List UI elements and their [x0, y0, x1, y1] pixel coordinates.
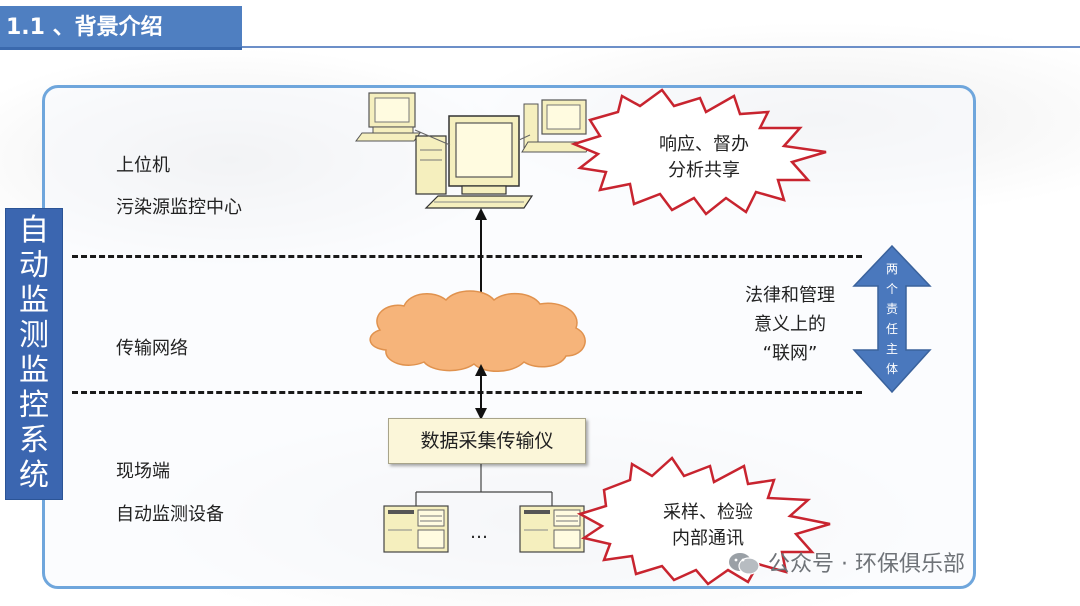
burst-bottom-line1: 采样、检验 [663, 502, 753, 523]
layer-label-monitoring-center: 污染源监控中心 [116, 197, 242, 218]
upper-dashed-divider [72, 255, 862, 258]
starburst-bottom-shape [576, 456, 831, 586]
lower-dashed-divider [72, 391, 862, 394]
side-char: 动 [19, 248, 49, 283]
arrow-char: 个 [885, 282, 898, 296]
monitoring-equipment-right-icon [519, 505, 585, 553]
layer-label-host: 上位机 [116, 155, 170, 176]
arrow-char: 主 [885, 342, 898, 356]
burst-bottom-text: 采样、检验 内部通讯 [642, 500, 774, 552]
legal-line2: 意义上的 [754, 314, 826, 335]
side-char: 统 [19, 458, 49, 493]
layer-label-field: 现场端 [116, 461, 170, 482]
equipment-ellipsis: … [470, 522, 488, 543]
side-char: 监 [19, 353, 49, 388]
arrow-label: 两 个 责 任 主 体 [878, 259, 906, 379]
monitoring-equipment-left-icon [383, 505, 449, 553]
host-computer-icon [415, 115, 534, 209]
side-char: 控 [19, 388, 49, 423]
side-char: 系 [19, 423, 49, 458]
side-char: 自 [19, 213, 49, 248]
data-acquisition-box: 数据采集传输仪 [388, 418, 586, 464]
arrow-char: 任 [885, 322, 898, 336]
layer-label-equipment: 自动监测设备 [116, 504, 224, 525]
side-char: 测 [19, 318, 49, 353]
burst-bottom-line2: 内部通讯 [672, 528, 744, 549]
network-cloud-icon [369, 290, 586, 372]
title-underline [242, 46, 1080, 48]
layer-label-network: 传输网络 [116, 338, 188, 359]
watermark-text: 公众号 · 环保俱乐部 [768, 552, 965, 577]
section-title: 1.1 、背景介绍 [0, 6, 242, 50]
side-char: 监 [19, 283, 49, 318]
arrow-char: 责 [885, 302, 898, 316]
system-vertical-label: 自 动 监 测 监 控 系 统 [5, 208, 63, 500]
burst-top-line1: 响应、督办 [659, 134, 749, 155]
arrow-char: 两 [885, 262, 898, 276]
legal-line1: 法律和管理 [745, 285, 835, 306]
arrow-char: 体 [885, 362, 898, 376]
wechat-icon [729, 553, 760, 575]
legal-line3: “联网” [762, 343, 818, 364]
double-arrow-shape [852, 244, 932, 394]
legal-network-note: 法律和管理 意义上的 “联网” [720, 281, 860, 368]
burst-top-text: 响应、督办 分析共享 [640, 132, 768, 184]
starburst-top-shape [570, 88, 827, 216]
small-computer-left-icon [355, 92, 421, 142]
burst-top-line2: 分析共享 [668, 160, 740, 181]
